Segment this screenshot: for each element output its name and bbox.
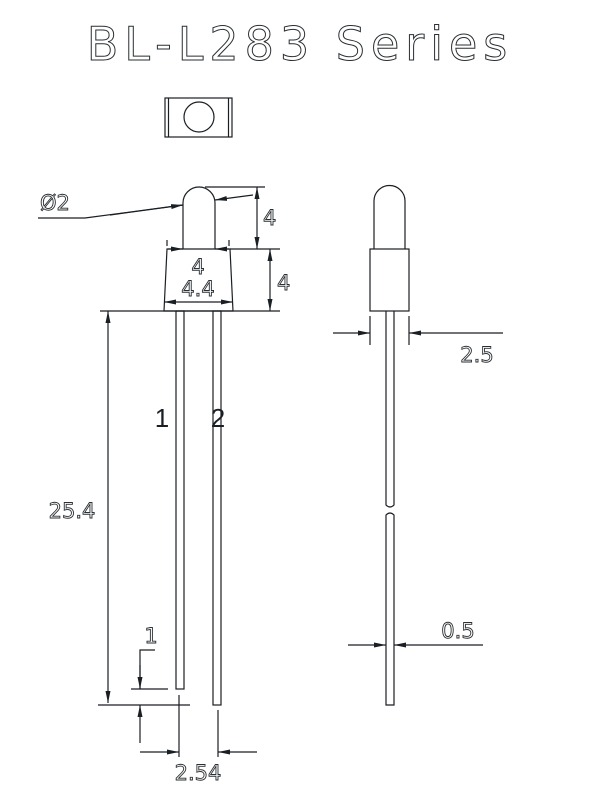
top-view [164, 97, 233, 138]
lead-1 [175, 310, 185, 690]
dome-height-label: 4 [263, 206, 276, 230]
side-dimensions: 2.5 0.5 [333, 316, 503, 648]
diameter-label: Ø2 [40, 191, 70, 215]
drawing-title: BL-L283 Series [87, 17, 513, 71]
lead-2 [212, 310, 222, 706]
body-width-label: 4.4 [181, 277, 214, 301]
front-dimensions: Ø2 4 4 4 4.4 25.4 1 2.54 [38, 186, 291, 785]
lead-pitch-label: 2.54 [175, 761, 222, 785]
pin-1-label: 1 [155, 403, 169, 433]
lead-offset-label: 1 [144, 624, 157, 648]
lead-length-label: 25.4 [49, 499, 96, 523]
pin-2-label: 2 [211, 403, 225, 433]
body-height-label: 4 [277, 271, 290, 295]
lead-thickness-label: 0.5 [441, 619, 474, 643]
side-view [369, 184, 410, 706]
dome-width-label: 4 [191, 255, 204, 279]
side-width-label: 2.5 [460, 343, 493, 367]
